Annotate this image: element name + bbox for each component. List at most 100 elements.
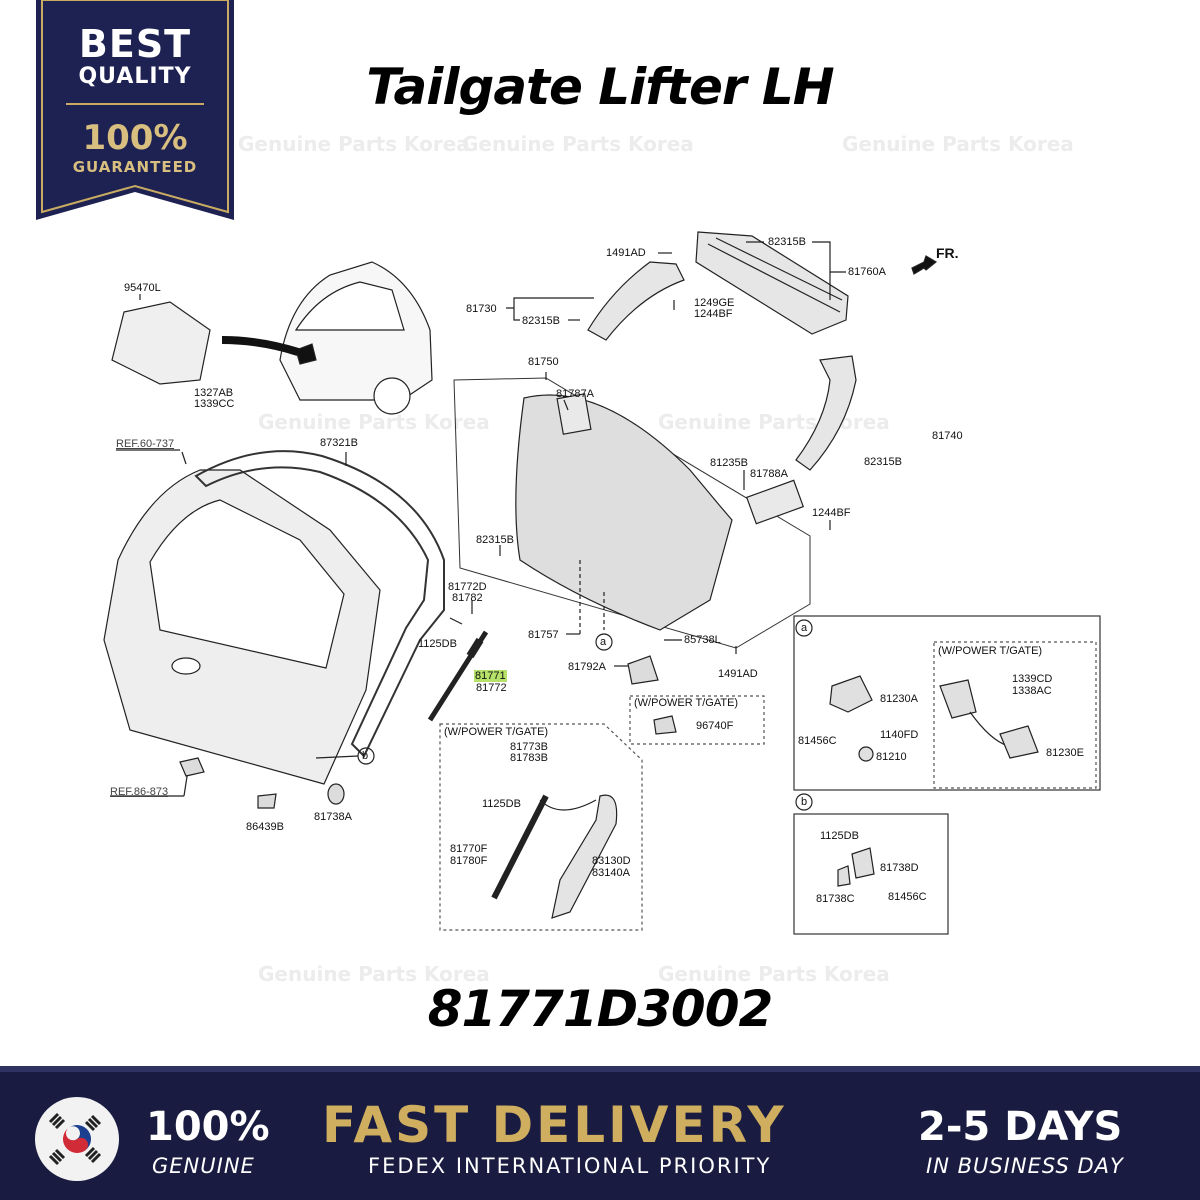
power-tailgate-label: (W/POWER T/GATE) [938,645,1043,657]
part-label: 1339CD [1012,673,1053,685]
callout-a-label: a [600,636,607,648]
part-label: 81456C [888,891,927,903]
part-label: 81750 [528,356,559,368]
tailgate-lifter-strut [427,630,489,722]
part-label: 85738L [684,634,721,646]
part-label: 1244BF [812,507,851,519]
part-label: 81780F [450,855,488,867]
genuine-text: GENUINE [152,1154,255,1178]
part-label: 81740 [932,430,963,442]
delivery-days: 2-5 DAYS [918,1104,1123,1150]
part-label: 81792A [568,661,606,673]
watermark: Genuine Parts Korea [462,132,694,156]
part-label: 81235B [710,457,748,469]
part-label: 81456C [798,735,837,747]
quality-badge: BEST QUALITY 100% GUARANTEED [36,0,234,220]
license-light [179,757,205,777]
footer-stripe [0,1066,1200,1072]
latch-81230a [829,675,873,713]
power-tailgate-label: (W/POWER T/GATE) [634,697,739,709]
reference-label: REF.60-737 [116,438,175,450]
badge-guaranteed-text: GUARANTEED [72,158,198,176]
part-label: 81788A [750,468,788,480]
part-label: 82315B [864,456,902,468]
part-label: 1327AB [194,387,234,399]
part-label: 81760A [848,266,886,278]
part-label: 81772 [476,682,507,694]
vehicle-sketch [221,261,433,415]
part-label: 81783B [510,752,548,764]
part-label: 1125DB [820,830,859,842]
highlighted-part-label: 81771 [474,670,507,682]
part-label: 81770F [450,843,488,855]
part-label: 83130D [592,855,631,867]
spindle-83130d [551,794,618,919]
watermark: Genuine Parts Korea [238,132,470,156]
part-label: 81738A [314,811,352,823]
watermark: Genuine Parts Korea [658,410,890,434]
part-label: 1244BF [694,308,733,320]
switch-96740f [653,715,677,735]
bumper-stop-86439b [257,793,277,809]
power-strut [491,794,597,900]
part-label: 81738C [816,893,855,905]
power-tailgate-label: (W/POWER T/GATE) [444,726,549,738]
part-label: 87321B [320,437,358,449]
part-label: 81730 [466,303,497,315]
part-label: 81772D [448,581,487,593]
panel-b-label: b [801,796,808,808]
part-label: 82315B [522,315,560,327]
part-label: 81230E [1046,747,1084,759]
bracket-81738c [837,865,851,887]
side-trim-upper [587,261,685,341]
part-label: 1339CC [194,398,235,410]
part-label: 1491AD [718,668,758,680]
badge-best-text: BEST [78,22,192,66]
fast-delivery-heading: FAST DELIVERY [322,1096,787,1154]
genuine-percent: 100% [146,1104,270,1150]
panel-a-label: a [801,622,808,634]
part-label: 81773B [510,741,548,753]
reference-label: REF.86-873 [110,786,169,798]
handle-cover-81792a [627,655,659,685]
watermark: Genuine Parts Korea [258,410,490,434]
business-day-text: IN BUSINESS DAY [926,1154,1124,1178]
part-label: 82315B [476,534,514,546]
part-label: 1125DB [482,798,521,810]
watermark: Genuine Parts Korea [842,132,1074,156]
part-label: 1249GE [694,297,735,309]
badge-quality-text: QUALITY [78,64,192,89]
front-direction-arrow-icon [911,255,938,275]
part-label: 96740F [696,720,734,732]
watermark: Genuine Parts Korea [658,962,890,986]
fedex-text: FEDEX INTERNATIONAL PRIORITY [368,1154,772,1178]
inner-trim-panel [515,393,805,631]
part-label: 81787A [556,388,594,400]
spoiler-part [695,231,849,335]
part-label: 81782 [452,592,483,604]
badge-ribbon-shape [36,0,234,220]
part-label: 83140A [592,867,630,879]
part-number: 81771D3002 [427,980,774,1038]
part-label: 81230A [880,693,918,705]
part-label: 81210 [876,751,907,763]
side-trim-right [795,355,857,471]
korea-flag-icon [35,1097,119,1181]
part-label: 86439B [246,821,284,833]
page-title: Tailgate Lifter LH [366,58,834,116]
part-label: 1125DB [418,638,457,650]
tailgate-body [103,469,381,785]
bumper-81738a [327,783,345,805]
exploded-parts-diagram [103,231,1101,935]
part-label: 1140FD [880,729,919,741]
watermark: Genuine Parts Korea [258,962,490,986]
weatherstrip-seal [194,450,445,758]
footer-banner: 100% GENUINE FAST DELIVERY FEDEX INTERNA… [0,1066,1200,1200]
latch-81230e [939,679,1039,759]
part-label: 1491AD [606,247,646,259]
badge-percent-text: 100% [82,118,188,158]
control-module-95470l [111,294,211,385]
front-label: FR. [936,245,959,261]
part-label: 82315B [768,236,806,248]
part-label: 1338AC [1012,685,1052,697]
